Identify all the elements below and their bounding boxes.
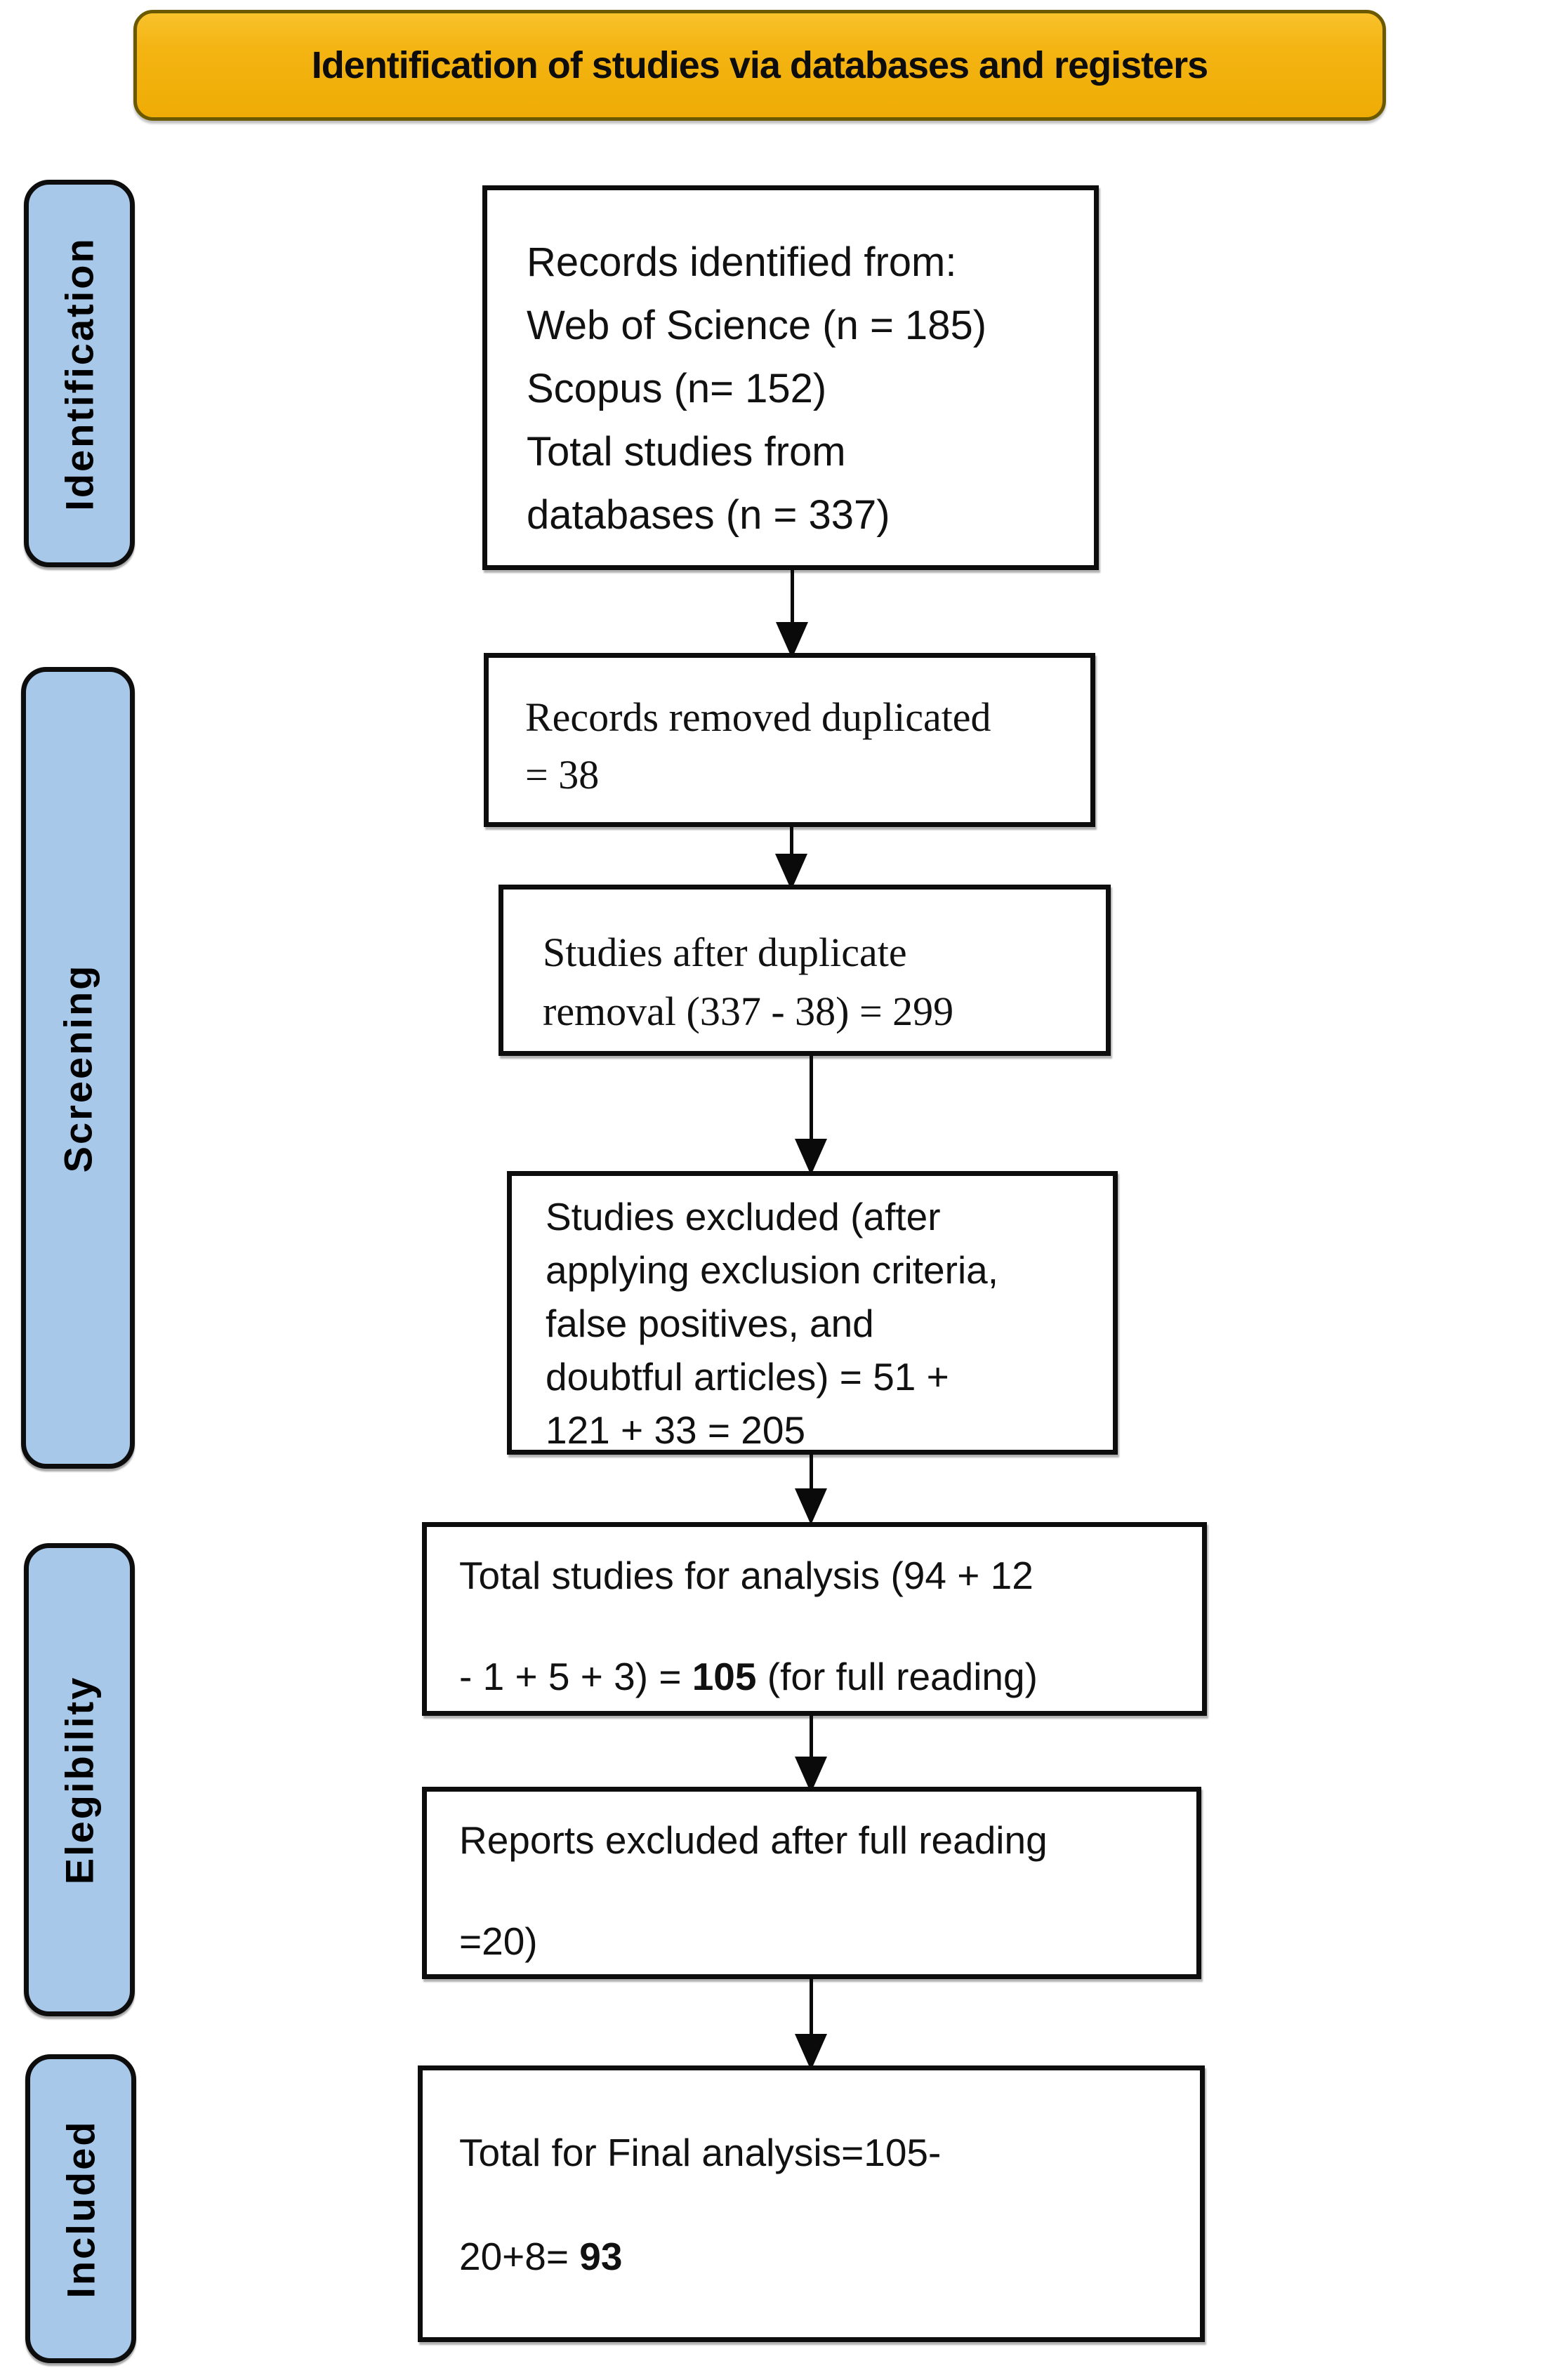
box-text-line: = 38 xyxy=(525,752,600,798)
box-text-line: 20+8= 93 xyxy=(459,2233,1189,2280)
stage-identification: Identification xyxy=(24,180,135,567)
flow-arrow-1 xyxy=(776,569,808,659)
flow-arrow-5 xyxy=(795,1714,827,1793)
box-text-line: doubtful articles) = 51 + xyxy=(546,1355,949,1399)
flow-arrow-6 xyxy=(795,1978,827,2070)
box-duplicates-removed: Records removed duplicated = 38 xyxy=(484,653,1095,827)
stage-screening-label: Screening xyxy=(55,963,100,1172)
arrow-shaft xyxy=(809,1978,813,2034)
arrow-shaft xyxy=(809,1453,813,1488)
box-text-line: false positives, and xyxy=(546,1302,874,1345)
arrow-head-icon xyxy=(775,854,807,890)
box-text-line: Scopus (n= 152) xyxy=(527,366,827,411)
box-after-duplicate-removal: Studies after duplicate removal (337 - 3… xyxy=(498,885,1111,1056)
arrow-head-icon xyxy=(776,622,808,659)
arrow-head-icon xyxy=(795,2034,827,2070)
box-final-total: Total for Final analysis=105- 20+8= 93 xyxy=(418,2065,1205,2342)
flow-arrow-3 xyxy=(795,1055,827,1175)
final-total-count: 93 xyxy=(579,2235,623,2278)
flow-arrow-4 xyxy=(795,1453,827,1525)
text-segment: 20+8= xyxy=(459,2235,580,2278)
stage-included-label: Included xyxy=(58,2119,103,2299)
arrow-shaft xyxy=(809,1714,813,1757)
stage-screening: Screening xyxy=(21,667,135,1469)
text-segment: (for full reading) xyxy=(756,1655,1038,1698)
arrow-shaft xyxy=(789,826,793,854)
box-text-line: Studies excluded (after xyxy=(546,1195,941,1238)
page-title: Identification of studies via databases … xyxy=(311,44,1208,86)
arrow-shaft xyxy=(809,1055,813,1139)
box-studies-excluded: Studies excluded (after applying exclusi… xyxy=(507,1171,1118,1455)
box-text-line: 121 + 33 = 205 xyxy=(546,1408,806,1452)
box-text-line: Studies after duplicate xyxy=(543,930,907,975)
flow-arrow-2 xyxy=(775,826,807,890)
arrow-shaft xyxy=(790,569,794,622)
stage-identification-label: Identification xyxy=(57,236,102,511)
box-records-identified: Records identified from: Web of Science … xyxy=(482,185,1099,570)
box-text-line: - 1 + 5 + 3) = 105 (for full reading) xyxy=(459,1653,1191,1700)
stage-included: Included xyxy=(25,2054,136,2363)
box-text-line: =20) xyxy=(459,1919,538,1963)
text-segment: - 1 + 5 + 3) = xyxy=(459,1655,692,1698)
stage-elegibility-label: Elegibility xyxy=(57,1675,102,1884)
total-analysis-count: 105 xyxy=(692,1655,757,1698)
box-text-line: applying exclusion criteria, xyxy=(546,1248,999,1292)
arrow-head-icon xyxy=(795,1488,827,1525)
box-reports-excluded: Reports excluded after full reading =20) xyxy=(422,1787,1201,1979)
box-text-line: Reports excluded after full reading xyxy=(459,1818,1048,1862)
box-text-line: Total studies from xyxy=(527,429,846,475)
arrow-head-icon xyxy=(795,1139,827,1175)
box-text-line: Total studies for analysis (94 + 12 xyxy=(459,1554,1034,1597)
box-text-line: removal (337 - 38) = 299 xyxy=(543,989,954,1034)
box-text-line: Records identified from: xyxy=(527,239,957,285)
box-total-for-analysis: Total studies for analysis (94 + 12 - 1 … xyxy=(422,1522,1207,1716)
box-text-line: Total for Final analysis=105- xyxy=(459,2131,942,2174)
box-text-line: Web of Science (n = 185) xyxy=(527,303,987,348)
stage-elegibility: Elegibility xyxy=(24,1543,135,2016)
box-text-line: Records removed duplicated xyxy=(525,694,991,740)
header-banner: Identification of studies via databases … xyxy=(133,10,1386,121)
box-text-line: databases (n = 337) xyxy=(527,492,890,538)
